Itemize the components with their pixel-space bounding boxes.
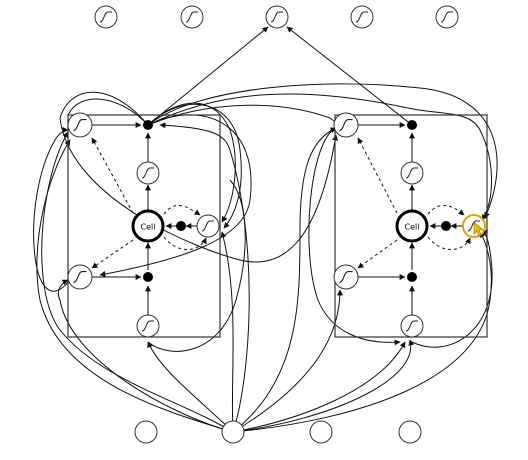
block-1-frame	[67, 114, 221, 338]
block-2-output-multiplier	[407, 120, 417, 130]
block-1-input-squash[interactable]	[136, 314, 160, 338]
output-node-3[interactable]	[265, 5, 289, 29]
input-layer	[134, 420, 422, 444]
block-1-cell[interactable]: Cell	[131, 209, 165, 243]
block-2-forget-gate[interactable]	[333, 264, 359, 290]
output-node-5[interactable]	[435, 5, 459, 29]
input-node-3[interactable]	[309, 420, 333, 444]
block-2-cell[interactable]: Cell	[395, 209, 429, 243]
block-2-forget-multiplier	[441, 221, 451, 231]
block-1-input-multiplier	[143, 272, 153, 282]
block-2-cell-label: Cell	[405, 223, 420, 232]
block-2-output-squash[interactable]	[400, 161, 424, 185]
block-2-output-gate[interactable]	[462, 214, 486, 238]
lstm-block-2: Cell	[333, 112, 488, 338]
cursor-pointer-icon	[473, 221, 484, 237]
block-1-output-multiplier	[143, 120, 153, 130]
block-2-input-gate[interactable]	[333, 112, 359, 138]
block-1-forget-multiplier	[176, 221, 186, 231]
block-1-forget-gate[interactable]	[67, 264, 93, 290]
block-2-input-squash[interactable]	[400, 314, 424, 338]
block-1-output-gate[interactable]	[196, 214, 220, 238]
lstm-block-1: Cell	[67, 112, 221, 338]
input-node-2[interactable]	[221, 420, 245, 444]
input-node-4[interactable]	[398, 420, 422, 444]
output-node-1[interactable]	[94, 5, 118, 29]
output-layer	[94, 5, 459, 29]
block-1-cell-label: Cell	[141, 223, 156, 232]
output-node-2[interactable]	[180, 5, 204, 29]
input-node-1[interactable]	[134, 420, 158, 444]
block-1-output-squash[interactable]	[136, 161, 160, 185]
connections	[33, 26, 498, 433]
block-1-input-gate[interactable]	[67, 112, 93, 138]
block-2-input-multiplier	[407, 272, 417, 282]
output-node-4[interactable]	[350, 5, 374, 29]
